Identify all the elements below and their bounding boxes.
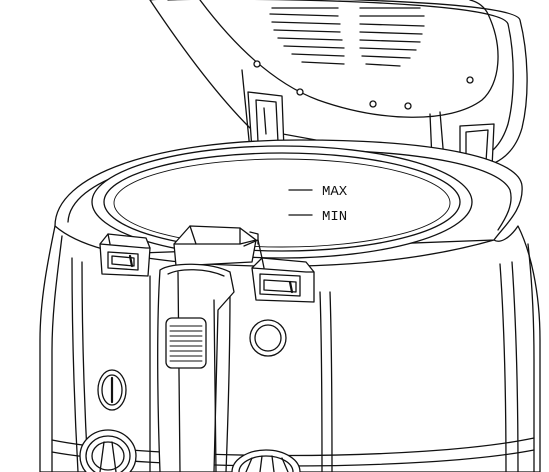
lid-shell [149,0,528,169]
lid-screw [296,88,304,96]
lid [149,0,528,169]
timer-knob [231,449,301,472]
oil-reservoir-inner [103,152,461,252]
min-label: MIN [322,209,347,225]
lid-screw [404,102,412,110]
left-latch [99,233,151,277]
lid-screw [466,76,474,84]
oil-reservoir-bottom [113,158,451,248]
thermostat-knob-left [79,429,137,472]
lid-vent-left [269,7,345,65]
lid-inner-panel [199,0,499,118]
max-label: MAX [322,184,348,200]
power-switch [97,369,127,411]
lid-screw [253,60,261,68]
oil-reservoir [91,145,473,259]
lid-rim [167,0,514,161]
handle-grip [157,263,235,472]
handle-slider [165,317,207,369]
level-markings: MAX MIN [288,184,348,225]
release-button [249,319,287,357]
right-latch [251,257,315,303]
lid-screw [369,100,377,108]
lid-vent-right [359,7,425,67]
